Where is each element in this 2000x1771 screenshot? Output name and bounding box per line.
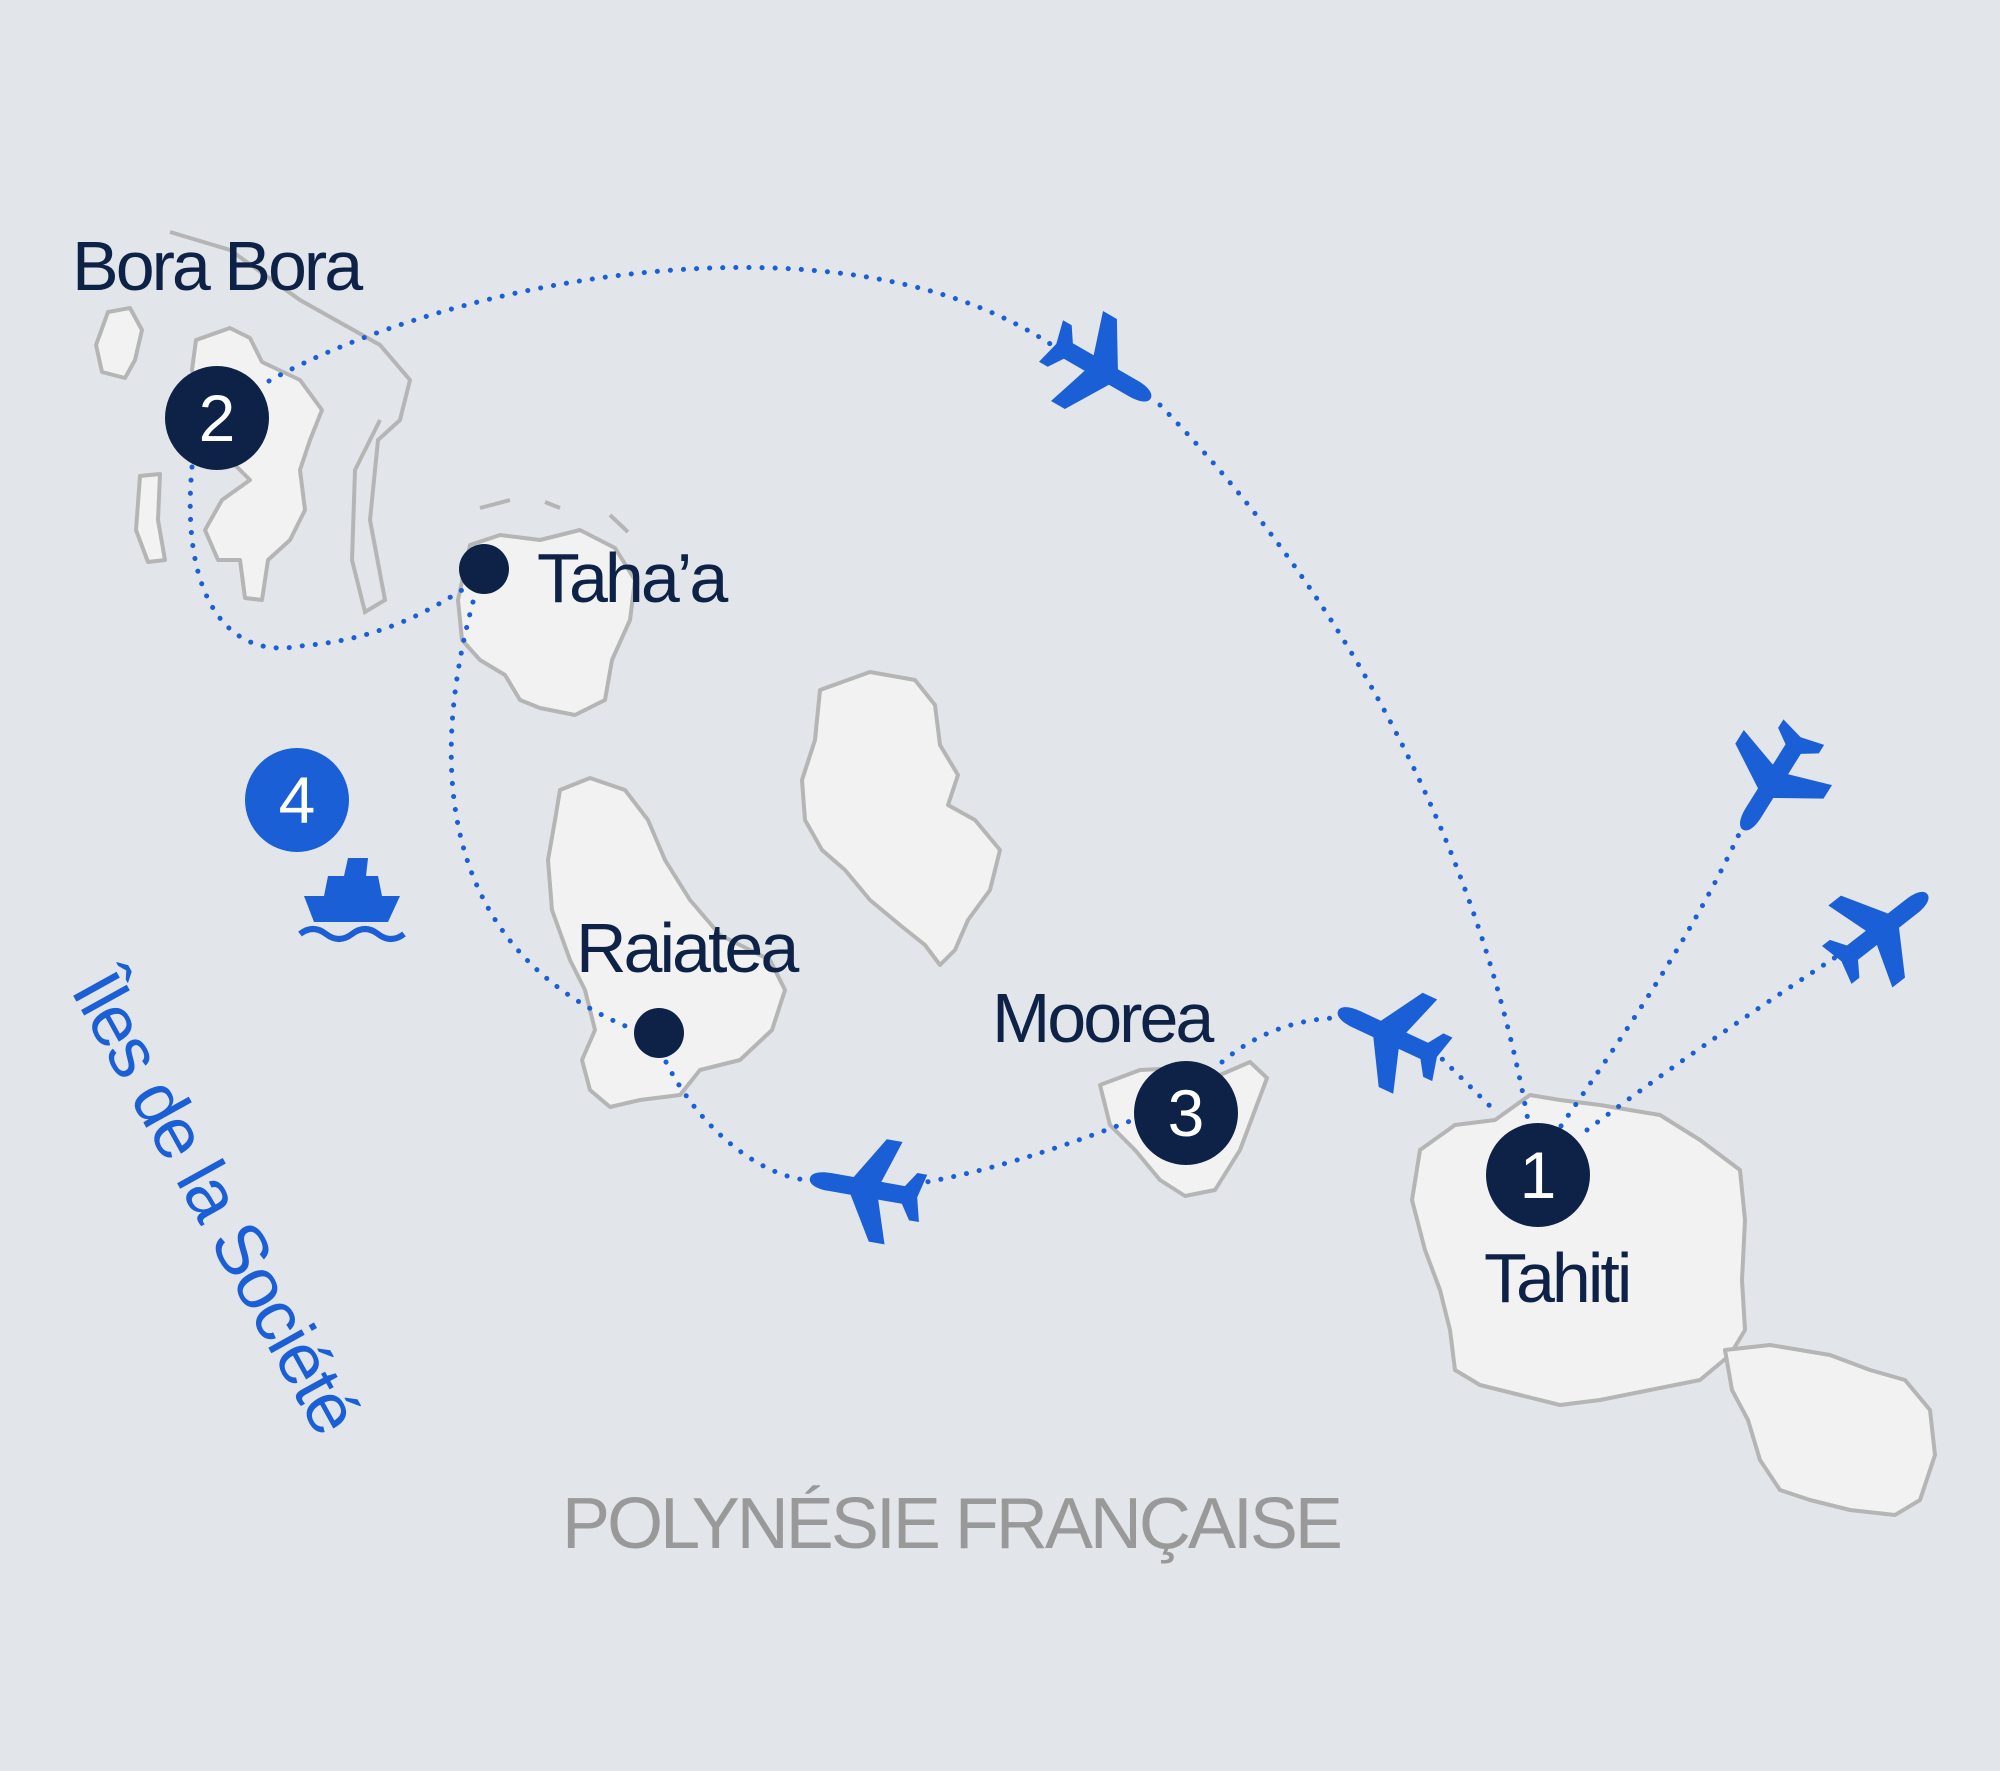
label-tahaa: Taha’a (537, 539, 728, 617)
route-raiatea-to-moorea-a (663, 1059, 809, 1183)
region-label: POLYNÉSIE FRANÇAISE (562, 1484, 1340, 1564)
marker-tahiti[interactable]: 1 (1486, 1123, 1590, 1227)
route-moorea-to-tahiti-a (1219, 1015, 1336, 1065)
label-tahiti: Tahiti (1484, 1239, 1629, 1317)
flight-routes (187, 264, 1845, 1187)
marker-number: 3 (1168, 1076, 1205, 1150)
label-moorea: Moorea (992, 979, 1214, 1057)
marker-number: 2 (199, 381, 236, 455)
marker-number: 4 (279, 763, 316, 837)
ship-icon (298, 858, 406, 942)
marker-bora-bora[interactable]: 2 (165, 366, 269, 470)
route-bora-bora-to-tahiti-b (1157, 402, 1532, 1129)
route-moorea-to-tahiti-b (1430, 1047, 1500, 1116)
island-huahine (800, 670, 1002, 967)
island-raiatea (546, 776, 787, 1109)
marker-number: 1 (1520, 1138, 1557, 1212)
marker-moorea[interactable]: 3 (1134, 1061, 1238, 1165)
route-tahiti-international-2 (1584, 950, 1845, 1133)
marker-cruise[interactable]: 4 (245, 748, 349, 852)
label-bora-bora: Bora Bora (72, 227, 363, 305)
stop-dot-tahaa[interactable] (459, 544, 509, 594)
label-raiatea: Raiatea (576, 909, 799, 987)
stop-dot-raiatea[interactable] (634, 1008, 684, 1058)
